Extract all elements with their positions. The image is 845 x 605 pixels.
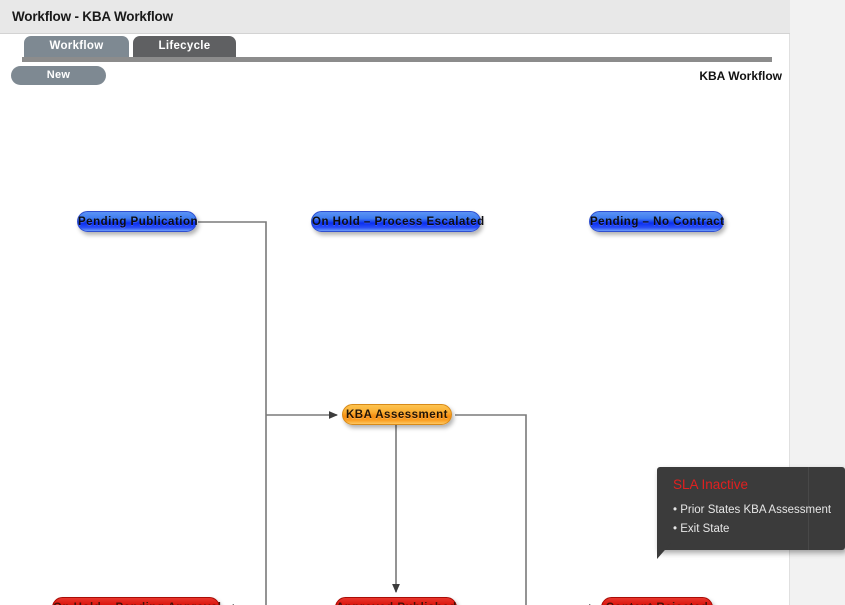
workflow-edges [198, 221, 598, 605]
edge-pendingpub-to-kba-seg [198, 221, 267, 415]
tab-lifecycle[interactable]: Lifecycle [133, 36, 236, 57]
state-node-pending-no-contract[interactable]: Pending – No Contract [589, 211, 724, 232]
tooltip-tail [657, 543, 671, 559]
state-node-on-hold-process-escalated[interactable]: On Hold – Process Escalated [311, 211, 484, 232]
new-button[interactable]: New [11, 66, 106, 85]
tooltip-line-prior-states: • Prior States KBA Assessment [673, 504, 832, 516]
tooltip-line-exit-state: • Exit State [673, 523, 730, 535]
state-node-approved-published[interactable]: Approved Published [335, 597, 457, 605]
window-titlebar: Workflow - KBA Workflow [0, 0, 790, 34]
state-node-on-hold-pending-approval[interactable]: On Hold – Pending Approval [52, 597, 221, 605]
state-node-kba-assessment[interactable]: KBA Assessment [342, 404, 452, 425]
tooltip-title: SLA Inactive [673, 477, 749, 492]
tab-workflow[interactable]: Workflow [24, 36, 129, 57]
tab-strip: Workflow Lifecycle [0, 34, 790, 59]
window-title: Workflow - KBA Workflow [12, 9, 173, 24]
edge-kba-to-rejected-seg [455, 414, 527, 605]
state-node-content-rejected[interactable]: Content Rejected [601, 597, 713, 605]
tooltip-seam [808, 467, 809, 550]
tab-underline-bar [22, 57, 772, 62]
state-node-pending-publication[interactable]: Pending Publication [77, 211, 198, 232]
sla-tooltip: SLA Inactive • Prior States KBA Assessme… [657, 467, 845, 559]
canvas-title: KBA Workflow [699, 69, 782, 83]
